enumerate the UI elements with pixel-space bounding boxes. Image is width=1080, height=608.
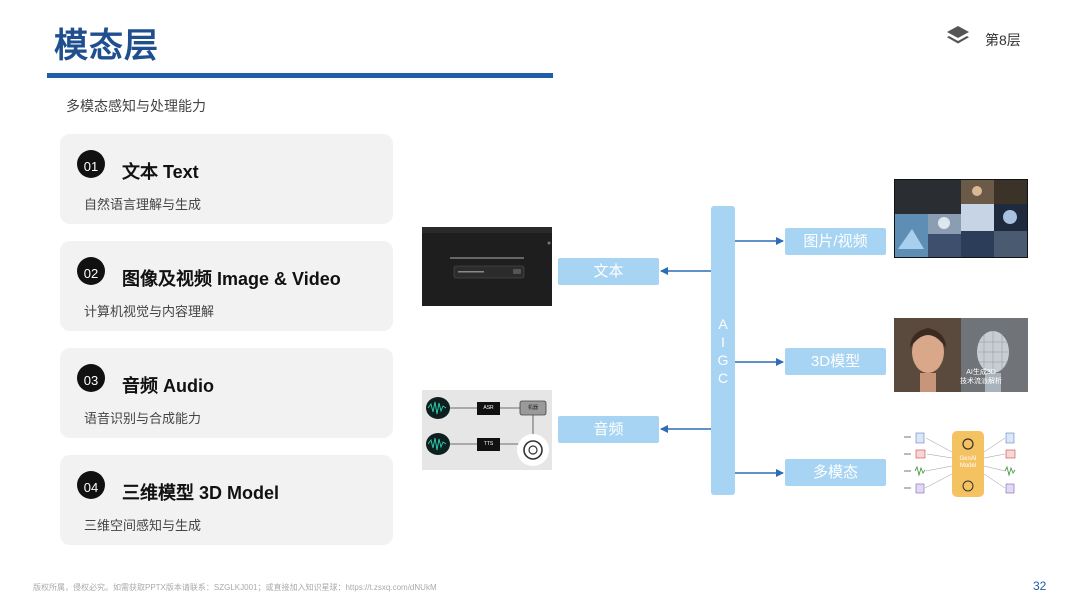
- section-subtitle: 多模态感知与处理能力: [66, 98, 206, 114]
- page-number: 32: [1033, 579, 1047, 593]
- card-title: 三维模型 3D Model: [122, 483, 280, 503]
- card-title: 文本 Text: [122, 162, 199, 182]
- layers-icon: [947, 26, 969, 44]
- page-title: 模态层: [54, 27, 159, 65]
- audio-pipeline-thumbnail: ASR TTS 机器: [422, 390, 552, 470]
- tag-audio: 音频: [558, 416, 659, 443]
- chat-ui-thumbnail: [422, 227, 552, 306]
- aigc-letter: C: [717, 370, 729, 386]
- aigc-letter: I: [721, 334, 725, 350]
- multimodal-genai-diagram: GenAI Model: [902, 428, 1028, 500]
- tts-label: TTS: [483, 441, 494, 447]
- tag-3d-model: 3D模型: [785, 348, 886, 375]
- render-caption-1: AI生成3D: [966, 369, 996, 376]
- title-underline: [47, 73, 553, 78]
- tag-multimodal: 多模态: [785, 459, 886, 486]
- tag-image-video: 图片/视频: [785, 228, 886, 255]
- card-number: 01: [77, 150, 105, 178]
- card-number: 04: [77, 471, 105, 499]
- card-description: 自然语言理解与生成: [84, 197, 202, 212]
- card-number: 02: [77, 257, 105, 285]
- card-description: 语音识别与合成能力: [84, 411, 202, 426]
- 3d-model-render: AI生成3D 技术流派解析: [894, 318, 1028, 392]
- card-3d-model: 04 三维模型 3D Model 三维空间感知与生成: [60, 455, 393, 545]
- card-text: 01 文本 Text 自然语言理解与生成: [60, 134, 393, 224]
- aigc-letter: G: [717, 352, 729, 368]
- genai-label-2: Model: [959, 463, 977, 469]
- card-audio: 03 音频 Audio 语音识别与合成能力: [60, 348, 393, 438]
- aigc-letter: A: [718, 316, 728, 332]
- asr-label: ASR: [483, 405, 494, 411]
- card-number: 03: [77, 364, 105, 392]
- genai-label-1: GenAI: [959, 456, 977, 462]
- card-image-video: 02 图像及视频 Image & Video 计算机视觉与内容理解: [60, 241, 393, 331]
- footer-copyright: 版权所属，侵权必究。如需获取PPTX版本请联系：SZGLKJ001；或直接加入知…: [33, 583, 437, 592]
- render-caption-2: 技术流派解析: [960, 378, 1002, 385]
- card-title: 图像及视频 Image & Video: [122, 269, 341, 289]
- bot-label: 机器: [527, 405, 538, 411]
- image-video-collage: [894, 179, 1028, 258]
- card-description: 计算机视觉与内容理解: [84, 304, 215, 319]
- aigc-bar: [711, 206, 735, 495]
- layer-label: 第8层: [985, 32, 1021, 48]
- tag-text: 文本: [558, 258, 659, 285]
- card-title: 音频 Audio: [122, 376, 214, 396]
- card-description: 三维空间感知与生成: [84, 518, 202, 533]
